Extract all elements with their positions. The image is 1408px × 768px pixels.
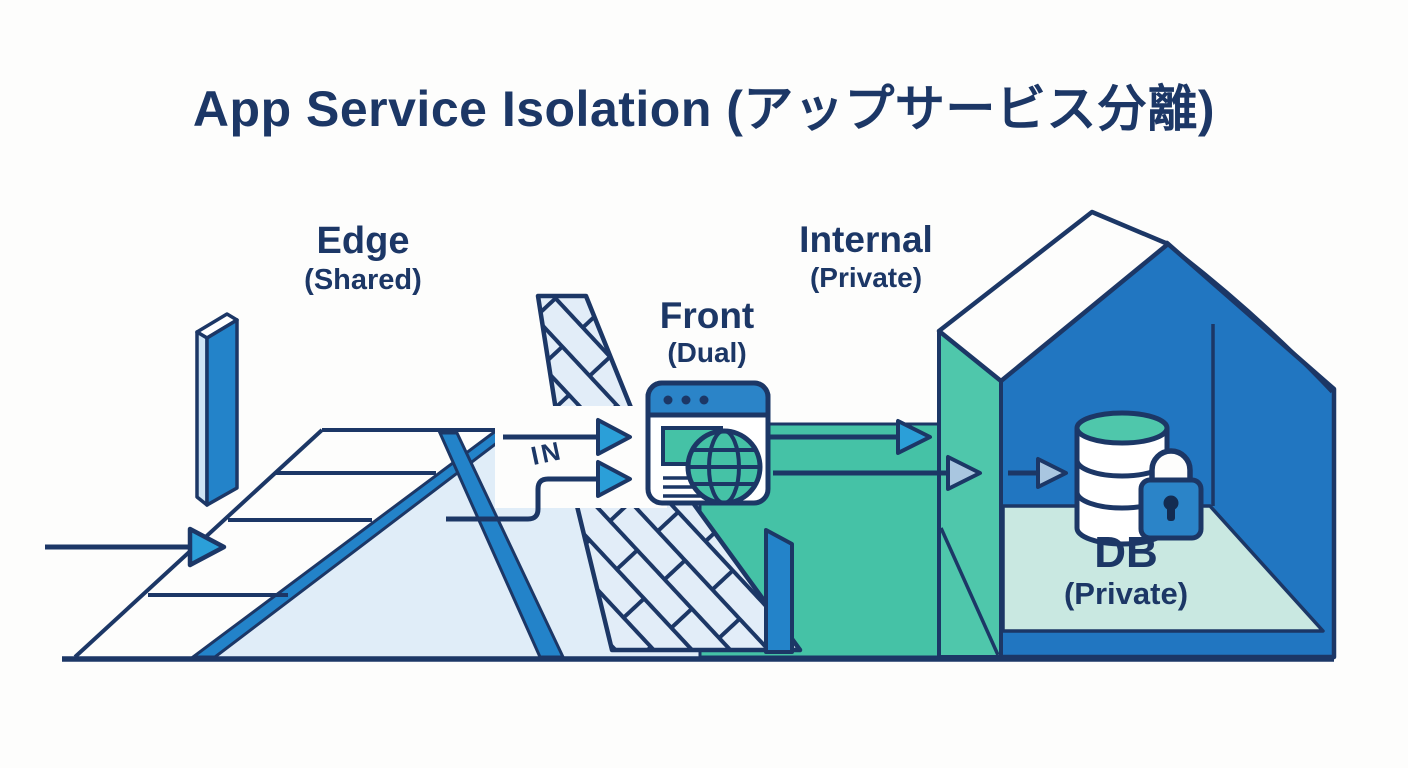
in-arrow-bottom xyxy=(446,460,632,522)
roof-white-slope xyxy=(936,209,1171,384)
zone-label-db: DB xyxy=(1094,528,1158,577)
zone-label-internal: Internal xyxy=(799,219,933,260)
barrier-slab-icon xyxy=(195,312,239,507)
globe-icon xyxy=(685,428,763,506)
house-left-wall xyxy=(937,329,1003,659)
zone-qualifier-internal: (Private) xyxy=(809,262,923,293)
browser-dot xyxy=(699,395,709,405)
ingress-in-label: IN xyxy=(528,435,566,471)
padlock-icon xyxy=(1138,448,1204,541)
house-inner-arrow xyxy=(1008,457,1068,489)
zone-label-front: Front xyxy=(659,295,755,336)
internal-arrow-bottom xyxy=(773,455,982,491)
keyhole xyxy=(1167,505,1175,521)
internal-arrow-top xyxy=(770,419,932,455)
page-title: App Service Isolation (アップサービス分離) xyxy=(192,81,1216,137)
browser-dot xyxy=(663,395,673,405)
in-arrow-top xyxy=(503,418,632,456)
zone-label-edge: Edge xyxy=(316,220,410,262)
wall-opening xyxy=(495,406,667,508)
browser-dot xyxy=(681,395,691,405)
keyhole xyxy=(1163,495,1179,511)
left-wall-inner-edge xyxy=(939,527,1000,656)
browser-window-icon xyxy=(645,380,771,506)
roof-right-edge xyxy=(1178,252,1334,394)
wall-end-cap xyxy=(764,528,794,654)
ingress-arrow-icon xyxy=(45,526,227,568)
zone-qualifier-db: (Private) xyxy=(1063,576,1189,611)
zone-qualifier-front: (Dual) xyxy=(667,337,747,368)
zone-qualifier-edge: (Shared) xyxy=(304,264,422,296)
